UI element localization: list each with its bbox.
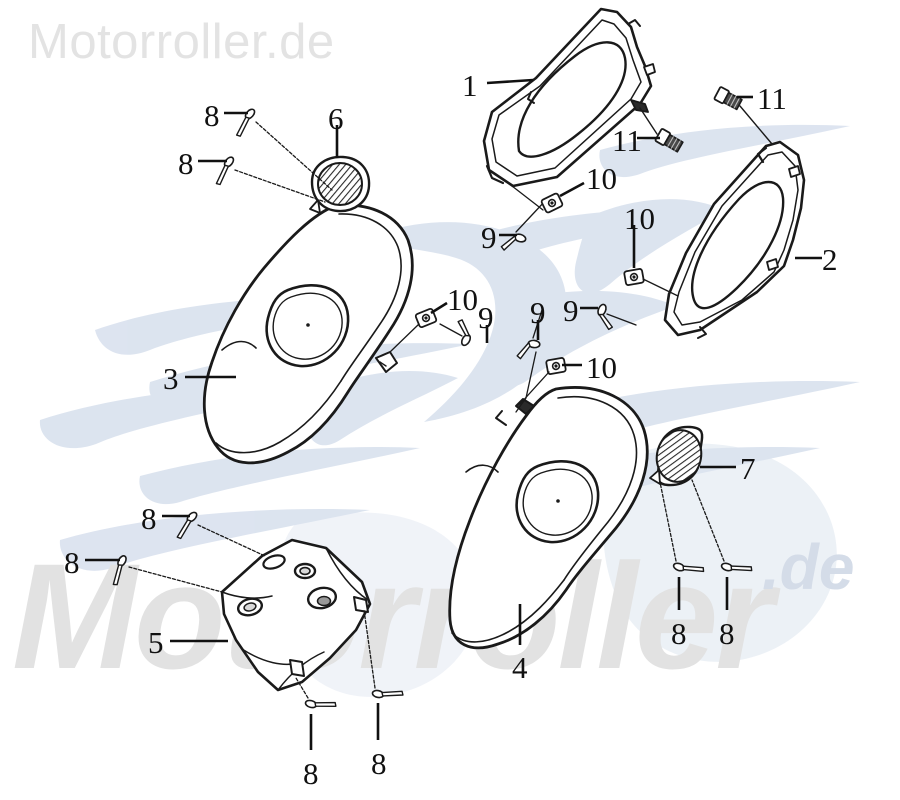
callout-number-10[interactable]: 10 — [624, 201, 655, 236]
callout-number-10[interactable]: 10 — [586, 350, 617, 385]
callout-number-8[interactable]: 8 — [303, 756, 319, 791]
fastener-group-11 — [639, 85, 773, 154]
callout-number-10[interactable]: 10 — [447, 282, 478, 317]
part-2-right-trim-panel — [663, 140, 806, 339]
callout-leader-10 — [559, 181, 585, 198]
part-5-mounting-bracket — [220, 538, 372, 692]
callout-number-8[interactable]: 8 — [141, 501, 157, 536]
callout-number-5[interactable]: 5 — [148, 625, 164, 660]
callout-number-11[interactable]: 11 — [757, 81, 787, 116]
callout-leader-10 — [430, 301, 448, 315]
fastener-group-8 — [105, 106, 754, 715]
callout-number-11[interactable]: 11 — [612, 123, 642, 158]
callout-number-8[interactable]: 8 — [671, 616, 687, 651]
part-6-left-mesh-grille — [309, 155, 371, 214]
watermark-bottom-text: Motorroller — [12, 532, 774, 700]
callout-number-9[interactable]: 9 — [481, 220, 497, 255]
part-7-right-mesh-grille — [649, 425, 704, 487]
callout-number-4[interactable]: 4 — [512, 650, 528, 685]
callout-leader-1 — [486, 78, 534, 85]
callout-number-9[interactable]: 9 — [563, 293, 579, 328]
callout-number-8[interactable]: 8 — [64, 545, 80, 580]
callout-number-8[interactable]: 8 — [371, 746, 387, 781]
watermark-bottom-suffix: .de — [762, 531, 855, 603]
part-1-left-trim-panel — [482, 7, 656, 188]
fastener-group-10 — [389, 185, 679, 405]
callout-number-8[interactable]: 8 — [178, 146, 194, 181]
callout-number-9[interactable]: 9 — [530, 295, 546, 330]
callout-number-6[interactable]: 6 — [328, 101, 344, 136]
callout-number-2[interactable]: 2 — [822, 242, 838, 277]
callout-number-8[interactable]: 8 — [204, 98, 220, 133]
callout-number-8[interactable]: 8 — [719, 616, 735, 651]
callout-number-1[interactable]: 1 — [462, 68, 478, 103]
watermark-top-text: Motorroller.de — [28, 15, 335, 69]
callout-number-7[interactable]: 7 — [740, 451, 756, 486]
callout-number-9[interactable]: 9 — [478, 300, 494, 335]
part-4-right-engine-cover — [448, 386, 649, 650]
callout-number-10[interactable]: 10 — [586, 161, 617, 196]
callout-number-3[interactable]: 3 — [163, 361, 179, 396]
part-3-left-engine-cover — [202, 192, 414, 465]
